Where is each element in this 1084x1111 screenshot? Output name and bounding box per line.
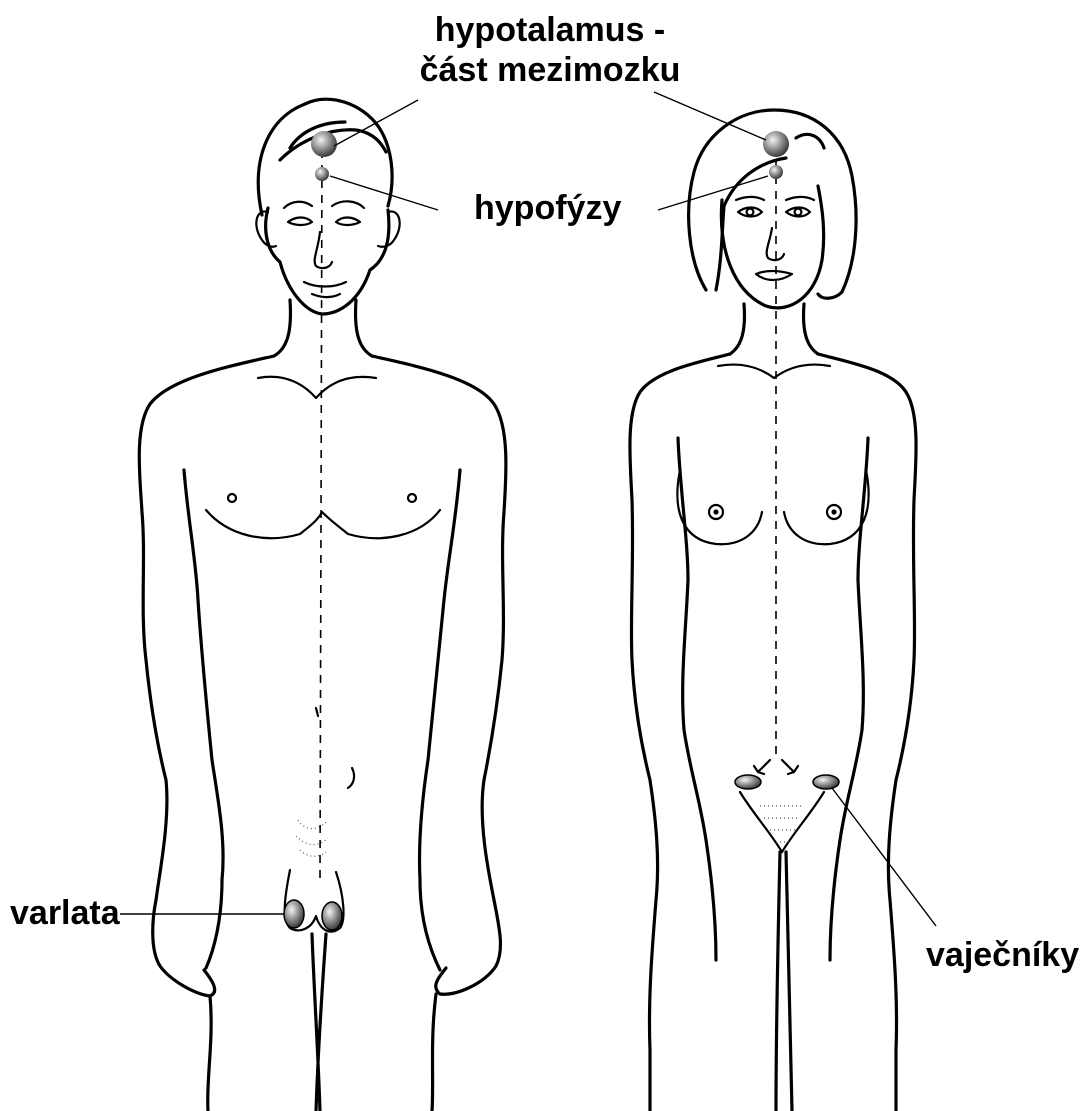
male-hair — [258, 99, 392, 215]
male-eyebrows — [284, 201, 364, 208]
female-mouth — [756, 271, 792, 280]
male-figure — [139, 99, 506, 1111]
male-neck — [274, 300, 372, 356]
male-arm-right-inner — [419, 470, 460, 970]
male-legs — [312, 934, 326, 1111]
female-ovary-left — [735, 775, 761, 789]
female-hypothalamus-gland — [763, 131, 789, 157]
male-torso-left — [139, 356, 274, 1111]
leader-hypothalamus-female — [654, 92, 766, 140]
leader-pituitary-male — [330, 176, 438, 210]
hypothalamus-label-line2: část mezimozku — [400, 50, 700, 90]
female-axis-arrows — [754, 760, 798, 774]
female-nipple-right-inner — [831, 509, 836, 514]
leader-pituitary-female — [658, 176, 768, 210]
male-testis-right — [322, 902, 342, 930]
female-pituitary-gland — [769, 165, 783, 179]
male-nipple-right — [408, 494, 416, 502]
testes-label: varlata — [10, 893, 120, 933]
female-legs — [776, 852, 792, 1111]
male-dashed-axis — [320, 150, 322, 880]
male-pituitary-gland — [315, 167, 329, 181]
female-face — [721, 186, 823, 308]
male-mouth — [304, 282, 346, 297]
male-nose — [315, 232, 332, 268]
male-eyes — [288, 218, 360, 226]
male-collarbones — [258, 377, 376, 398]
male-hypothalamus-gland — [311, 131, 337, 157]
hypothalamus-label: hypotalamus - část mezimozku — [400, 10, 700, 90]
female-collarbones — [718, 365, 830, 379]
male-arm-left-inner — [184, 470, 223, 968]
male-chest — [206, 510, 440, 538]
male-testis-left — [284, 900, 304, 928]
female-pupil-left — [747, 209, 754, 216]
female-ovary-right — [813, 775, 839, 789]
female-nipple-left-inner — [713, 509, 718, 514]
male-hip-line — [348, 768, 354, 788]
hypothalamus-label-line1: hypotalamus - — [400, 10, 700, 50]
male-navel — [316, 708, 318, 716]
female-pubic-area — [740, 792, 824, 852]
female-figure — [630, 110, 916, 1111]
male-torso-right — [372, 356, 506, 1111]
female-pupil-right — [795, 209, 802, 216]
ovaries-label: vaječníky — [926, 935, 1079, 975]
leader-ovaries — [832, 788, 936, 926]
pituitary-label: hypofýzy — [474, 188, 621, 228]
female-arm-right-inner — [830, 438, 868, 960]
male-nipple-left — [228, 494, 236, 502]
male-pubic-area — [296, 820, 328, 856]
female-neck — [730, 304, 818, 354]
female-pubic-stipple — [760, 806, 804, 842]
